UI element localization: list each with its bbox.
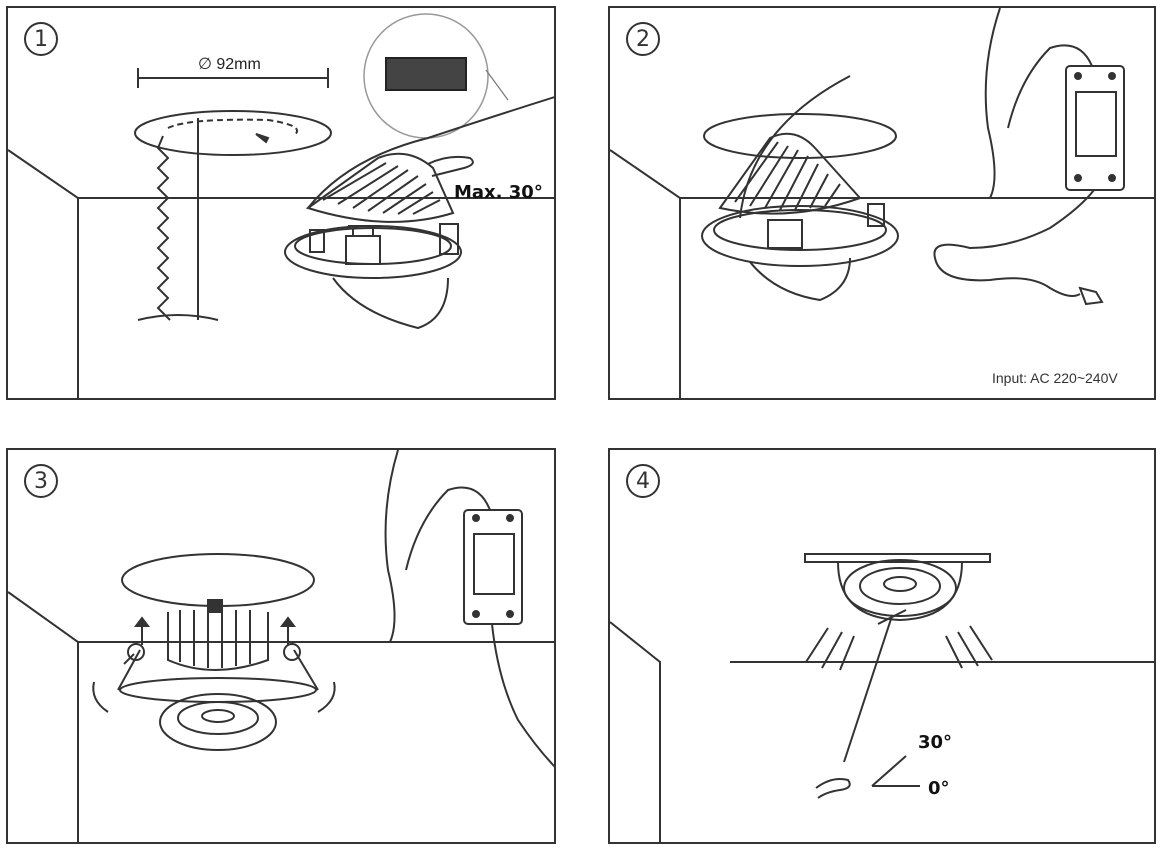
step-3-panel: 3 <box>6 448 556 844</box>
step-1-illustration <box>8 13 554 398</box>
step-number-4: 4 <box>626 464 660 498</box>
step-4-illustration <box>610 553 1154 842</box>
step-2-illustration <box>610 8 1154 398</box>
step-3-illustration <box>8 450 554 842</box>
step-1-panel: 1 ∅ 92mm Max. 30° <box>6 6 556 400</box>
step-number-1: 1 <box>24 22 58 56</box>
diameter-label: ∅ 92mm <box>198 56 261 73</box>
step-4-panel: 4 30° 0° <box>608 448 1156 844</box>
step-number-2: 2 <box>626 22 660 56</box>
input-voltage-label: Input: AC 220~240V <box>992 370 1118 386</box>
max-angle-label: Max. 30° <box>454 182 543 203</box>
step-number-3: 3 <box>24 464 58 498</box>
angle-0-label: 0° <box>928 778 950 799</box>
step-2-panel: 2 Input: AC 220~240V <box>608 6 1156 400</box>
angle-30-label: 30° <box>918 732 953 753</box>
